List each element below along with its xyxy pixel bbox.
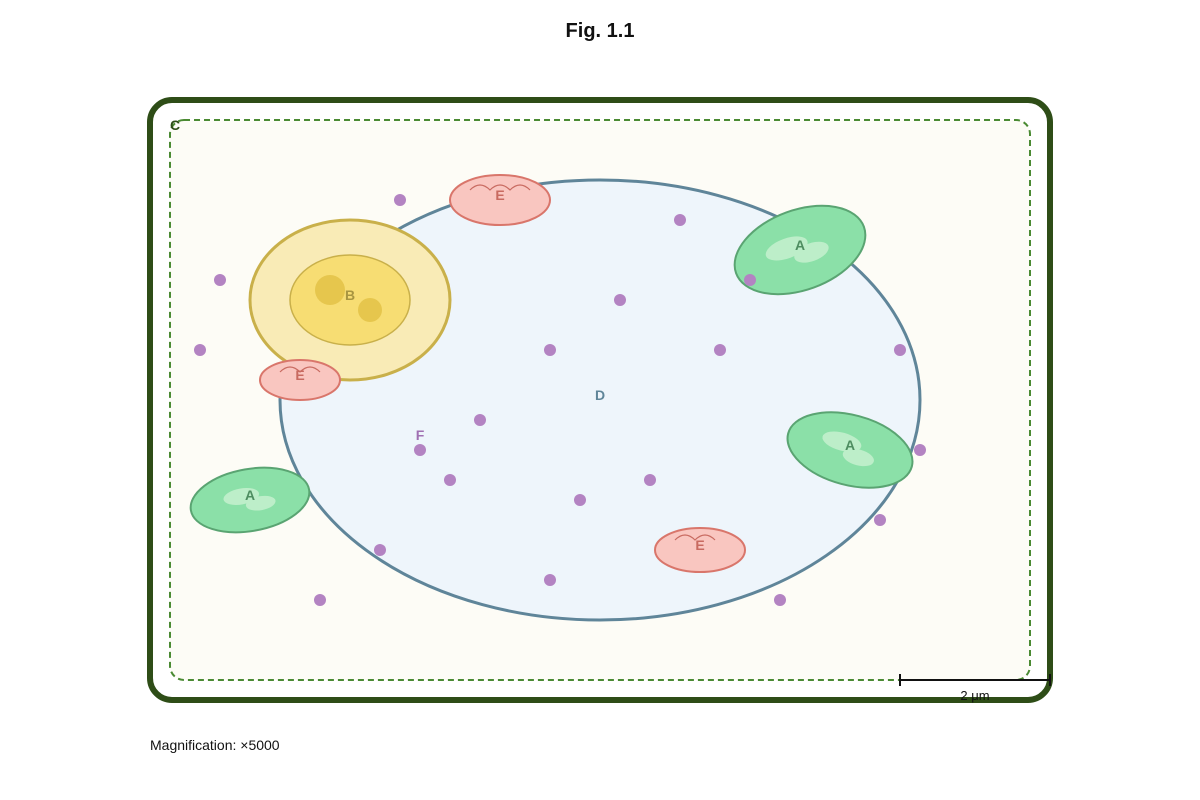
chloroplast bbox=[733, 204, 867, 296]
label-a: A bbox=[845, 437, 855, 453]
label-a: A bbox=[245, 487, 255, 503]
scale-bar: 2 μm bbox=[899, 674, 1051, 703]
label-a: A bbox=[795, 237, 805, 253]
ribosome bbox=[314, 594, 326, 606]
ribosome bbox=[374, 544, 386, 556]
ribosome bbox=[744, 274, 756, 286]
label-f: F bbox=[416, 427, 425, 443]
ribosome bbox=[414, 444, 426, 456]
ribosome bbox=[914, 444, 926, 456]
label-c: C bbox=[170, 117, 180, 133]
nucleus: B bbox=[248, 218, 452, 382]
mitochondrion bbox=[654, 527, 746, 573]
ribosome bbox=[194, 344, 206, 356]
ribosome bbox=[544, 344, 556, 356]
ribosome bbox=[674, 214, 686, 226]
mitochondrion bbox=[259, 359, 341, 401]
magnification-note: Magnification: ×5000 bbox=[150, 737, 280, 753]
ribosome bbox=[544, 574, 556, 586]
ribosome bbox=[774, 594, 786, 606]
label-e: E bbox=[295, 367, 304, 383]
ribosome bbox=[214, 274, 226, 286]
chloroplast bbox=[786, 411, 914, 489]
ribosome bbox=[714, 344, 726, 356]
figure-title: Fig. 1.1 bbox=[565, 20, 635, 42]
mitochondrion bbox=[449, 174, 551, 226]
ribosome bbox=[874, 514, 886, 526]
ribosome bbox=[444, 474, 456, 486]
nucleolus bbox=[315, 275, 345, 305]
label-b: B bbox=[345, 287, 355, 303]
ribosome bbox=[614, 294, 626, 306]
ribosome bbox=[644, 474, 656, 486]
label-d: D bbox=[595, 387, 605, 403]
ribosome bbox=[474, 414, 486, 426]
chloroplast bbox=[189, 466, 311, 534]
ribosome bbox=[574, 494, 586, 506]
ribosome bbox=[394, 194, 406, 206]
label-e: E bbox=[695, 537, 704, 553]
scale-bar-label: 2 μm bbox=[960, 688, 989, 703]
ribosome bbox=[894, 344, 906, 356]
label-e: E bbox=[495, 187, 504, 203]
nucleolus bbox=[358, 298, 382, 322]
ribosomes bbox=[194, 194, 926, 606]
